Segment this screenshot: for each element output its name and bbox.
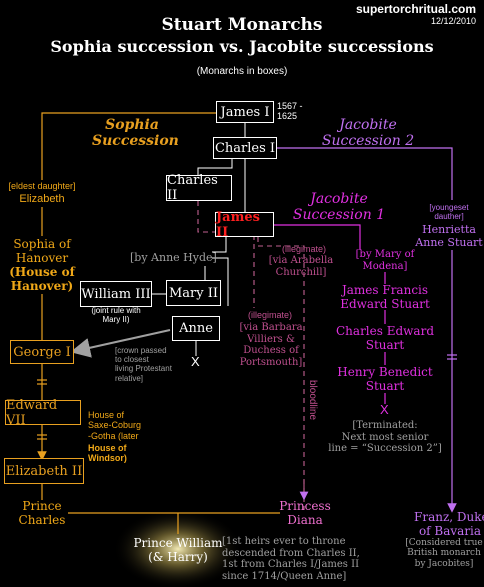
- jacobite1-line-ended-x: X: [380, 402, 389, 417]
- sophia-of-hanover: Sophia of Hanover: [13, 237, 71, 265]
- site-credit: supertorchritual.com: [355, 2, 476, 16]
- anne-hyde-note: [by Anne Hyde]: [130, 251, 217, 264]
- anne-hyde-bracket: [212, 257, 229, 306]
- house-of-hanover: (House of Hanover): [9, 265, 75, 293]
- considered-true-monarch-note: [Considered true British monarch by Jaco…: [405, 538, 483, 569]
- monarch-box-mary2: Mary II: [166, 280, 221, 306]
- princess-diana: Princess Diana: [279, 499, 331, 527]
- terminated-note: [Terminated: Next most senior line = “Su…: [328, 420, 442, 454]
- monarch-box-george1: George I: [10, 340, 74, 364]
- anne-line-ended-x: X: [191, 354, 200, 369]
- james2-to-anne-hyde: [212, 237, 227, 253]
- prince-charles: Prince Charles: [18, 499, 66, 527]
- charles1-to-charles2: [197, 159, 233, 175]
- via-arabella-churchill: [via Arabella Churchill]: [268, 255, 334, 278]
- monarch-box-anne: Anne: [172, 316, 220, 341]
- illegitimate-tag-2: (illegimate): [248, 310, 293, 320]
- prince-william-glow: [113, 509, 243, 587]
- james2-to-arabella: [257, 237, 305, 510]
- illegitimate-tag-1: (illegimate): [282, 244, 327, 254]
- elizabeth-of-bohemia: Elizabeth: [19, 193, 65, 205]
- elizabeth-eldest-daughter-tag: [eldest daughter]: [8, 181, 76, 191]
- via-barbara-villiers: [via Barbara Villiers & Duchess of Ports…: [239, 322, 303, 368]
- monarch-box-edward7: Edward VII: [5, 398, 81, 428]
- charles-edward-stuart: Charles Edward Stuart: [336, 324, 434, 352]
- jacobite-succession-2-heading: Jacobite Succession 2: [321, 117, 415, 150]
- james1-to-elizabeth: [41, 112, 216, 180]
- henrietta-anne-stuart: Henrietta Anne Stuart: [415, 223, 483, 249]
- james-francis-edward-stuart: James Francis Edward Stuart: [340, 283, 430, 311]
- joint-rule-note: (joint rule with Mary II): [91, 306, 141, 325]
- james2-to-modena: [274, 224, 361, 250]
- house-saxe-coburg-gotha: House of Saxe-Coburg -Gotha (later: [88, 410, 142, 441]
- house-of-windsor: House of Windsor): [88, 443, 127, 464]
- bloodline-label: bloodline: [307, 380, 318, 421]
- prince-william-harry: Prince William (& Harry): [133, 536, 223, 564]
- crown-passed-arrow: [70, 329, 171, 358]
- youngest-daughter-tag: [youngeset dauther]: [429, 203, 469, 222]
- core-connectors: [152, 123, 246, 356]
- james1-reign-years: 1567 - 1625: [277, 101, 303, 122]
- first-heirs-note: [1st heirs ever to throne descended from…: [222, 536, 360, 582]
- jacobite-succession-1-heading: Jacobite Succession 1: [292, 191, 386, 224]
- page-title: Stuart Monarchs: [161, 15, 323, 35]
- by-mary-of-modena: [by Mary of Modena]: [355, 249, 415, 272]
- date-stamp: 12/12/2010: [430, 16, 476, 26]
- page-subtitle: Sophia succession vs. Jacobite successio…: [50, 37, 434, 56]
- monarch-box-charles2: Charles II: [166, 173, 232, 203]
- franz-duke-of-bavaria: Franz, Duke of Bavaria: [414, 510, 484, 538]
- henry-benedict-stuart: Henry Benedict Stuart: [337, 365, 433, 393]
- crown-passed-note: [crown passed to closest living Protesta…: [115, 346, 172, 383]
- monarch-box-elizabeth2: Elizabeth II: [4, 458, 84, 484]
- monarch-box-james1: James I: [216, 101, 274, 123]
- sophia-line-connectors: [37, 112, 280, 534]
- boxes-note: (Monarchs in boxes): [196, 66, 288, 77]
- sophia-succession-heading: Sophia Succession: [92, 117, 179, 150]
- monarch-box-charles1: Charles I: [213, 137, 277, 159]
- jacobite2-connectors: [276, 147, 457, 513]
- jacobite1-connectors: [274, 224, 386, 404]
- charles1-to-henrietta: [276, 147, 453, 200]
- monarch-box-william3: William III: [80, 281, 152, 307]
- monarch-box-james2: James II: [215, 210, 274, 240]
